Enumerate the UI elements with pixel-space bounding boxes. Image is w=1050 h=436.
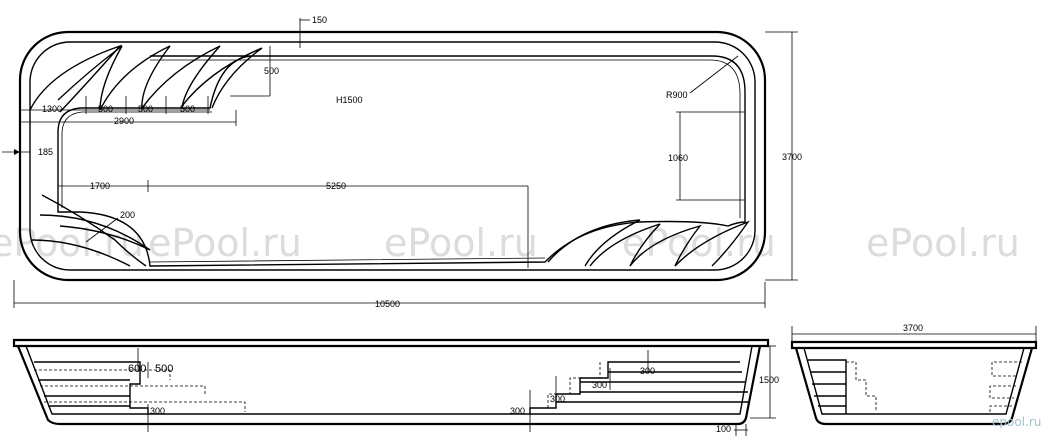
step-br-3: [629, 224, 702, 267]
dim-10500-label: 10500: [375, 299, 400, 309]
watermark: ePool.ru: [866, 221, 1020, 265]
dim-100-label: 100: [716, 424, 731, 434]
dim-1060-label: 1060: [668, 153, 688, 163]
step-left-3: [99, 45, 171, 111]
dim-300-left-label: 300: [150, 406, 165, 416]
watermark: ePool.ru: [148, 221, 302, 265]
end-view: 3700 epool.ru: [790, 323, 1041, 429]
end-dim-3700-label: 3700: [903, 323, 923, 333]
dim-300-r4-label: 300: [640, 366, 655, 376]
dim-150-label: 150: [312, 15, 327, 25]
end-step-dash: [846, 361, 877, 412]
dim-1700-label: 1700: [90, 181, 110, 191]
depth-label: H1500: [336, 95, 363, 105]
watermark: ePool.ru: [384, 221, 538, 265]
section-rim: [12, 338, 770, 348]
step-br-2: [589, 223, 661, 267]
pool-inner-contour-2: [61, 59, 741, 263]
step-left-2: [57, 45, 123, 111]
step-bl-2: [41, 194, 147, 267]
dim-1300-label: 1300: [42, 104, 62, 114]
section-inner-body: [25, 345, 753, 415]
dim-300-r1-label: 300: [510, 406, 525, 416]
dim-200-leader: [85, 217, 119, 243]
dim-500-vert-label: 500: [264, 66, 279, 76]
epool-logo: epool.ru: [992, 415, 1041, 429]
section-left-dash: [34, 369, 171, 380]
watermark: ePool.ru: [0, 221, 144, 265]
dim-300-r3-label: 300: [592, 380, 607, 390]
dim-185-arrow: [14, 149, 20, 155]
dim-300-r2-label: 300: [550, 394, 565, 404]
end-inner-body: [803, 347, 1025, 415]
section-left-dash: [44, 401, 246, 412]
end-right-dash: [989, 385, 1016, 399]
step-left-1: [29, 44, 123, 113]
section-outer-body: [16, 345, 762, 426]
dim-2900-label: 2900: [114, 116, 134, 126]
end-rim: [790, 340, 1038, 350]
section-view: 600 500 300 300 300 300 300 1500 100: [12, 338, 779, 436]
dim-600-label: 600: [128, 363, 146, 375]
end-outer-body: [794, 347, 1034, 426]
step-bl-3: [31, 239, 131, 267]
pool-inner-rim: [29, 41, 756, 271]
dim-r900-label: R900: [666, 90, 688, 100]
end-right-dash: [989, 405, 1012, 414]
dim-500-b-label: 500: [138, 104, 153, 114]
step-br-4: [674, 220, 750, 267]
dim-500-a-label: 500: [98, 104, 113, 114]
section-right-steps: [529, 361, 740, 414]
plan-view: 150 500 H1500 1300 500 500 500 2900 185 …: [2, 15, 802, 309]
section-right-dash: [547, 362, 601, 408]
dim-500-sec-label: 500: [155, 363, 173, 375]
step-left-4: [141, 45, 221, 109]
step-br-1: [547, 219, 641, 267]
dim-500-c-label: 500: [180, 104, 195, 114]
dim-1500-label: 1500: [759, 375, 779, 385]
end-right-dash: [991, 361, 1022, 377]
step-left-5: [181, 47, 263, 109]
dim-200-label: 200: [120, 210, 135, 220]
step-bl-1: [39, 214, 151, 251]
dim-185-label: 185: [38, 147, 53, 157]
dim-r900-leader: [689, 55, 739, 94]
dim-3700-label: 3700: [782, 152, 802, 162]
pool-outer-rim: [18, 30, 767, 282]
section-left-dash: [40, 385, 206, 396]
dim-5250-label: 5250: [326, 181, 346, 191]
